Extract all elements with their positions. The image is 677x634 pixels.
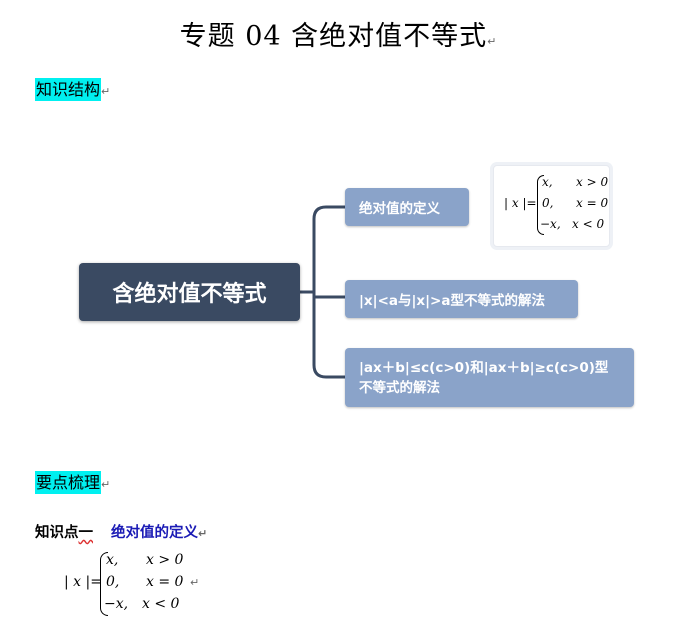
kp-number: 一 [78,525,94,541]
kp-label: 知识点 [35,525,79,541]
mindmap-center-node: 含绝对值不等式 [79,263,300,321]
paragraph-mark: ↵ [198,527,208,540]
paragraph-mark: ↵ [101,478,111,491]
case-value: x, [106,552,119,568]
piecewise-formula: | x |= x, x > 0 0, x = 0 −x, x < 0 ↵ [60,548,280,618]
case-cond: x = 0 [576,196,609,210]
formula-lhs: | x |= [64,574,102,590]
case-cond: x < 0 [572,217,605,231]
paragraph-mark: ↵ [101,85,111,98]
formula-card: | x |= x, x > 0 0, x = 0 −x, x < 0 [493,165,610,247]
branch-line-1: |ax＋b|≤c(c>0)和|ax＋b|≥c(c>0)型 [359,359,609,376]
kp-subtitle: 绝对值的定义 [111,525,198,541]
case-value: 0, [542,196,554,210]
case-cond: x < 0 [142,596,180,612]
case-cond: x > 0 [146,552,184,568]
mindmap-branch-inequality-a: |x|<a与|x|>a型不等式的解法 [345,280,578,318]
paragraph-mark: ↵ [190,576,200,589]
brace [537,175,544,235]
formula-lhs: | x |= [504,196,537,210]
connector-branch-1 [312,205,347,379]
heading-text: 知识结构 [35,78,102,101]
case-cond: x = 0 [146,574,184,590]
section-heading-points: 要点梳理↵ [35,469,111,494]
knowledge-point-heading: 知识点一 绝对值的定义↵ [35,521,207,542]
case-value: −x, [540,217,561,231]
section-heading-structure: 知识结构↵ [35,76,111,101]
mindmap-branch-inequality-ax-b: |ax＋b|≤c(c>0)和|ax＋b|≥c(c>0)型 不等式的解法 [345,348,634,407]
branch-line-2: 不等式的解法 [359,379,440,396]
mindmap-branch-definition: 绝对值的定义 [345,188,469,226]
heading-text: 要点梳理 [35,471,102,494]
case-cond: x > 0 [576,175,609,189]
case-value: x, [542,175,553,189]
piecewise-formula-small: | x |= x, x > 0 0, x = 0 −x, x < 0 [494,166,609,246]
case-value: −x, [104,596,129,612]
case-value: 0, [106,574,120,590]
paragraph-mark: ↵ [487,35,498,48]
page-title: 专题 04 含绝对值不等式↵ [179,21,498,52]
